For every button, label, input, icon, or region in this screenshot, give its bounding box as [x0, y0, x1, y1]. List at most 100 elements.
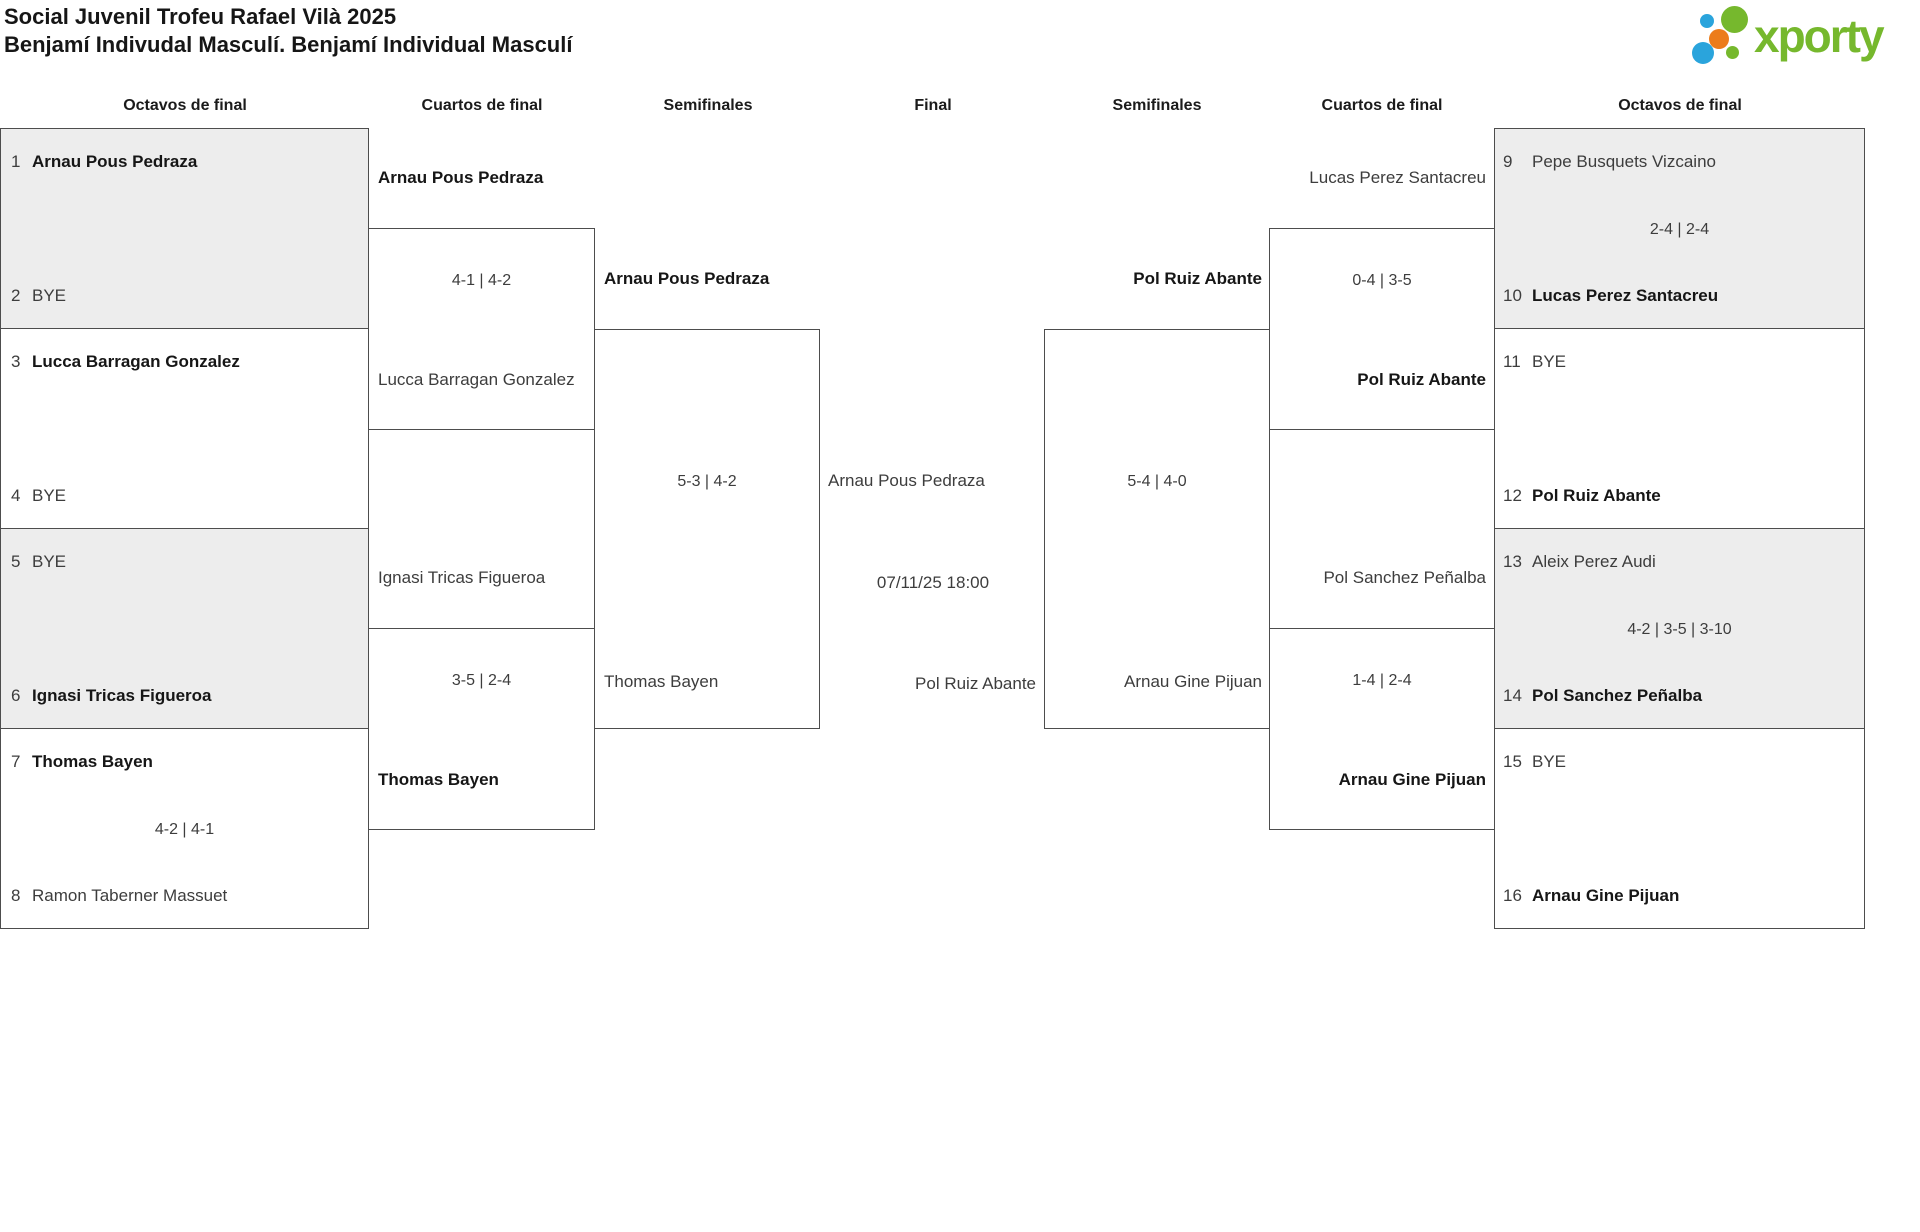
bracket-box-r16-right-2: 11 BYE 12 Pol Ruiz Abante: [1494, 328, 1865, 529]
round-header-octavos-right: Octavos de final: [1618, 97, 1742, 114]
seed-number: 16: [1503, 886, 1522, 905]
qf-right-2-top-player: Pol Sanchez Peñalba: [1323, 568, 1486, 587]
qf-left-1-top-player: Arnau Pous Pedraza: [378, 168, 544, 187]
player-row: 4 BYE: [1, 481, 368, 511]
qf-right-1-score-box: 0-4 | 3-5: [1269, 228, 1495, 430]
sf-right-score-box: 5-4 | 4-0: [1044, 329, 1270, 729]
player-row: 2 BYE: [1, 281, 368, 311]
seed-number: 15: [1503, 752, 1522, 771]
seed-number: 7: [11, 752, 21, 771]
player-row: 16 Arnau Gine Pijuan: [1495, 881, 1864, 911]
player-row: 12 Pol Ruiz Abante: [1495, 481, 1864, 511]
final-bottom-player: Pol Ruiz Abante: [915, 674, 1036, 693]
round-header-octavos-left: Octavos de final: [123, 97, 247, 114]
player-name: Pepe Busquets Vizcaino: [1532, 152, 1716, 171]
player-row: 6 Ignasi Tricas Figueroa: [1, 681, 368, 711]
match-score: [1495, 415, 1864, 445]
player-row: 14 Pol Sanchez Peñalba: [1495, 681, 1864, 711]
seed-number: 2: [11, 286, 21, 305]
match-score: 4-1 | 4-2: [451, 272, 512, 289]
page-title: Social Juvenil Trofeu Rafael Vilà 2025: [4, 4, 397, 29]
player-row: 15 BYE: [1495, 747, 1864, 777]
player-name: BYE: [1532, 752, 1567, 771]
logo-dot-green-small-icon: [1726, 46, 1739, 59]
match-score: 5-3 | 4-2: [677, 473, 737, 490]
match-score: 2-4 | 2-4: [1649, 221, 1710, 238]
qf-right-2-bottom-player: Arnau Gine Pijuan: [1338, 770, 1486, 789]
player-name: BYE: [32, 552, 67, 571]
qf-right-2-score-box: 1-4 | 2-4: [1269, 628, 1495, 830]
match-score: [1, 215, 368, 245]
match-score: 4-2 | 4-1: [154, 821, 215, 838]
player-name: BYE: [32, 286, 67, 305]
logo-dot-blue-large-icon: [1692, 42, 1714, 64]
sf-right-top-player: Pol Ruiz Abante: [1133, 269, 1262, 288]
bracket-box-r16-left-2: 3 Lucca Barragan Gonzalez 4 BYE: [0, 328, 369, 529]
seed-number: 6: [11, 686, 21, 705]
player-name: BYE: [32, 486, 67, 505]
seed-number: 5: [11, 552, 21, 571]
sf-left-score-box: 5-3 | 4-2: [594, 329, 820, 729]
round-header-semis-right: Semifinales: [1112, 97, 1202, 114]
player-name: Lucca Barragan Gonzalez: [32, 352, 240, 371]
match-score: 1-4 | 2-4: [1352, 672, 1412, 689]
logo-dot-orange-icon: [1709, 29, 1729, 49]
final-top-player: Arnau Pous Pedraza: [828, 471, 985, 490]
logo-dot-blue-small-icon: [1700, 14, 1714, 28]
player-name: Pol Sanchez Peñalba: [1532, 686, 1703, 705]
seed-number: 3: [11, 352, 21, 371]
logo-wordmark: xporty: [1754, 10, 1885, 62]
seed-number: 13: [1503, 552, 1522, 571]
qf-left-1-bottom-player: Lucca Barragan Gonzalez: [378, 370, 575, 389]
player-row: 9 Pepe Busquets Vizcaino: [1495, 147, 1864, 177]
bracket-box-r16-right-4: 15 BYE 16 Arnau Gine Pijuan: [1494, 728, 1865, 929]
seed-number: 10: [1503, 286, 1522, 305]
round-header-final: Final: [914, 97, 952, 114]
seed-number: 12: [1503, 486, 1522, 505]
seed-number: 9: [1503, 152, 1513, 171]
bracket-box-r16-right-3: 13 Aleix Perez Audi 4-2 | 3-5 | 3-10 14 Po…: [1494, 528, 1865, 729]
round-header-cuartos-left: Cuartos de final: [421, 97, 543, 114]
match-score: 5-4 | 4-0: [1127, 473, 1187, 490]
player-name: Pol Ruiz Abante: [1532, 486, 1661, 505]
player-name: Ignasi Tricas Figueroa: [32, 686, 212, 705]
sf-right-bottom-player: Arnau Gine Pijuan: [1124, 672, 1262, 691]
seed-number: 8: [11, 886, 21, 905]
match-score: [1495, 815, 1864, 845]
player-row: 13 Aleix Perez Audi: [1495, 547, 1864, 577]
player-name: Lucas Perez Santacreu: [1532, 286, 1719, 305]
match-score: [1, 615, 368, 645]
match-score: 3-5 | 2-4: [451, 672, 512, 689]
player-row: 10 Lucas Perez Santacreu: [1495, 281, 1864, 311]
bracket-box-r16-left-3: 5 BYE 6 Ignasi Tricas Figueroa: [0, 528, 369, 729]
player-name: Thomas Bayen: [32, 752, 153, 771]
seed-number: 4: [11, 486, 21, 505]
player-name: Arnau Pous Pedraza: [32, 152, 198, 171]
player-row: 11 BYE: [1495, 347, 1864, 377]
qf-right-1-bottom-player: Pol Ruiz Abante: [1357, 370, 1486, 389]
match-score: [1, 415, 368, 445]
qf-left-2-top-player: Ignasi Tricas Figueroa: [378, 568, 546, 587]
final-match-date: 07/11/25 18:00: [876, 573, 990, 592]
player-name: Arnau Gine Pijuan: [1532, 886, 1680, 905]
seed-number: 14: [1503, 686, 1522, 705]
sf-left-top-player: Arnau Pous Pedraza: [604, 269, 770, 288]
qf-left-1-score-box: 4-1 | 4-2: [368, 228, 595, 430]
player-row: 3 Lucca Barragan Gonzalez: [1, 347, 368, 377]
qf-right-1-top-player: Lucas Perez Santacreu: [1309, 168, 1486, 187]
player-name: Aleix Perez Audi: [1532, 552, 1656, 571]
round-header-semis-left: Semifinales: [663, 97, 753, 114]
player-name: BYE: [1532, 352, 1567, 371]
match-score: 0-4 | 3-5: [1352, 272, 1412, 289]
player-row: 5 BYE: [1, 547, 368, 577]
page-subtitle: Benjamí Indivudal Masculí. Benjamí Indiv…: [4, 32, 573, 57]
round-header-cuartos-right: Cuartos de final: [1321, 97, 1443, 114]
sf-left-bottom-player: Thomas Bayen: [604, 672, 719, 691]
match-score: 4-2 | 3-5 | 3-10: [1627, 621, 1732, 638]
seed-number: 11: [1503, 352, 1521, 371]
